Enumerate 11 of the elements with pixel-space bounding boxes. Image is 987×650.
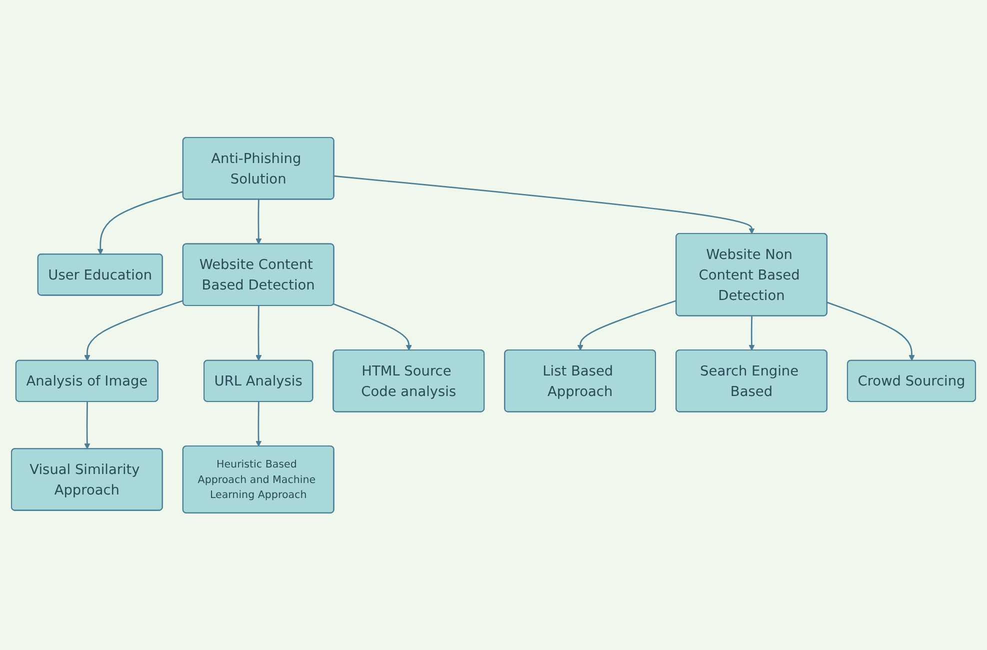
arrow xyxy=(84,300,184,361)
arrow xyxy=(334,175,755,234)
arrow xyxy=(97,190,184,254)
arrow xyxy=(577,300,677,350)
arrow xyxy=(84,402,90,450)
arrow xyxy=(256,306,262,361)
arrow xyxy=(256,402,262,446)
arrow xyxy=(748,316,755,350)
arrow xyxy=(827,302,915,361)
arrow xyxy=(256,199,262,244)
arrow xyxy=(333,303,412,350)
